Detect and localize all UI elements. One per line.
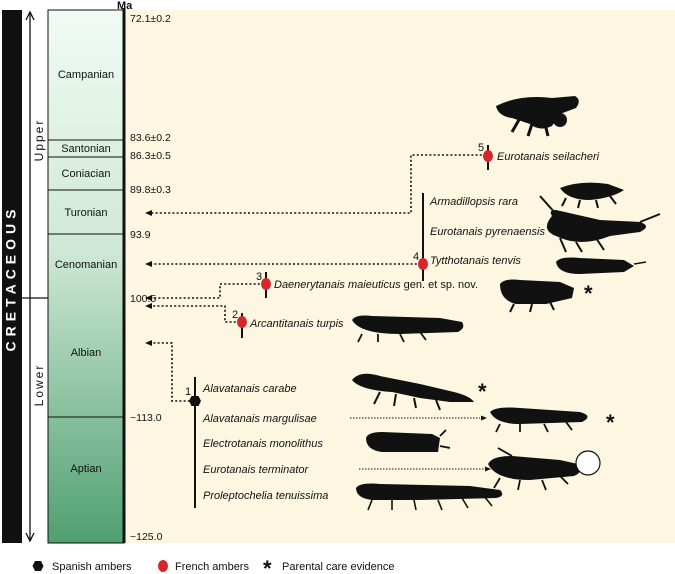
specimen-alavatanais-carabe-silhouette: [352, 373, 474, 411]
specimen-tytthotanais-tenvis-silhouette: [556, 257, 647, 274]
taxon-proleptochelia-tenuissima: Proleptochelia tenuissima: [203, 490, 328, 502]
age-label-top: 72.1±0.2: [130, 13, 171, 25]
locality-3-number: 3: [256, 271, 262, 283]
legend-care-label: Parental care evidence: [282, 561, 395, 573]
locality-2-number: 2: [232, 309, 238, 321]
taxon-alavatanais-margulisae: Alavatanais margulisae: [202, 413, 317, 425]
specimen-armadillopsis-rara-silhouette: [560, 182, 624, 209]
stage-coniacian: Coniacian: [62, 168, 111, 180]
taxon-daenerytanais-line: Daenerytanais maieuticus gen. et sp. nov…: [274, 279, 478, 291]
stage-turonian: Turonian: [64, 207, 107, 219]
age-label-cenomanian: 93.9: [130, 229, 151, 241]
locality-3-french-marker: [261, 278, 271, 290]
care-mark-alavatanais-carabe: *: [478, 379, 487, 404]
taxon-eurotanais-seilacheri: Eurotanais seilacheri: [497, 151, 600, 163]
stage-aptian: Aptian: [70, 463, 101, 475]
specimen-arcantitanais-turpis-silhouette: [352, 315, 464, 343]
taxon-armadillopsis-rara: Armadillopsis rara: [429, 196, 518, 208]
taxon-new-genus-suffix: gen. et sp. nov.: [401, 279, 478, 291]
taxon-tytthotanais-tenvis: Tytthotanais tenvis: [430, 255, 521, 267]
stage-campanian: Campanian: [58, 69, 114, 81]
locality-5-number: 5: [478, 142, 484, 154]
age-label-base: ~125.0: [130, 531, 163, 543]
legend-care-marker: *: [263, 556, 272, 574]
legend-spanish-marker: [32, 561, 44, 571]
locality-4-french-marker: [418, 258, 428, 270]
age-connectors: [152, 154, 486, 402]
connector-locality-3: [152, 283, 264, 299]
locality-4-number: 4: [413, 251, 419, 263]
locality-2-french-marker: [237, 316, 247, 328]
ma-unit-label: Ma: [117, 0, 133, 12]
specimen-eurotanais-seilacheri-silhouette: [496, 96, 579, 137]
connector-arrowheads: [145, 210, 152, 346]
age-label-aptian: ~113.0: [130, 412, 162, 424]
legend: Spanish ambers French ambers * Parental …: [32, 556, 395, 574]
stage-santonian: Santonian: [61, 143, 111, 155]
specimen-daenerytanais-maieuticus-silhouette: [500, 279, 574, 313]
specimen-eurotanais-terminator-silhouette: [488, 447, 601, 491]
age-label-albian: 100.5: [130, 293, 156, 305]
taxon-eurotanais-terminator: Eurotanais terminator: [203, 464, 309, 476]
taxon-arcantitanais-turpis: Arcantitanais turpis: [249, 318, 344, 330]
care-mark-alavatanais-margulisae: *: [606, 410, 615, 435]
epoch-lower-label: Lower: [32, 364, 46, 407]
stage-boundaries: [48, 139, 124, 418]
locality-1-spanish-marker: [189, 396, 201, 406]
stage-cenomanian: Cenomanian: [55, 259, 117, 271]
specimen-proleptochelia-tenuissima-silhouette: [356, 483, 503, 511]
connector-locality-1: [152, 342, 194, 402]
age-label-santonian: 83.6±0.2: [130, 132, 171, 144]
stage-column: [47, 9, 125, 544]
period-label: CRETACEOUS: [3, 205, 19, 352]
specimen-alavatanais-margulisae-silhouette: [490, 407, 588, 433]
specimen-silhouettes: [352, 96, 661, 511]
specimen-eurotanais-pyrenaensis-silhouette: [539, 195, 661, 253]
care-mark-daenerytanais: *: [584, 281, 593, 306]
stage-albian: Albian: [71, 347, 102, 359]
locality-5-french-marker: [483, 150, 493, 162]
specimen-electrotanais-monolithus-silhouette: [366, 429, 451, 452]
legend-french-marker: [158, 560, 168, 572]
taxon-alavatanais-carabe: Alavatanais carabe: [202, 383, 297, 395]
epoch-arrow-up: [25, 10, 35, 21]
connector-locality-2: [152, 305, 240, 323]
legend-french-label: French ambers: [175, 561, 249, 573]
age-label-coniacian: 86.3±0.5: [130, 150, 171, 162]
epoch-arrow-down: [25, 532, 35, 543]
specimen-pointers: [350, 417, 484, 470]
period-bar: [2, 10, 22, 543]
legend-spanish-label: Spanish ambers: [52, 561, 132, 573]
epoch-upper-label: Upper: [32, 119, 46, 162]
taxon-daenerytanais-maieuticus: Daenerytanais maieuticus: [274, 279, 401, 291]
specimen-egg-pouch: [575, 450, 601, 476]
locality-1-number: 1: [185, 386, 191, 398]
age-label-turonian: 89.8±0.3: [130, 184, 171, 196]
taxon-electrotanais-monolithus: Electrotanais monolithus: [203, 438, 323, 450]
taxon-eurotanais-pyrenaensis: Eurotanais pyrenaensis: [430, 226, 545, 238]
